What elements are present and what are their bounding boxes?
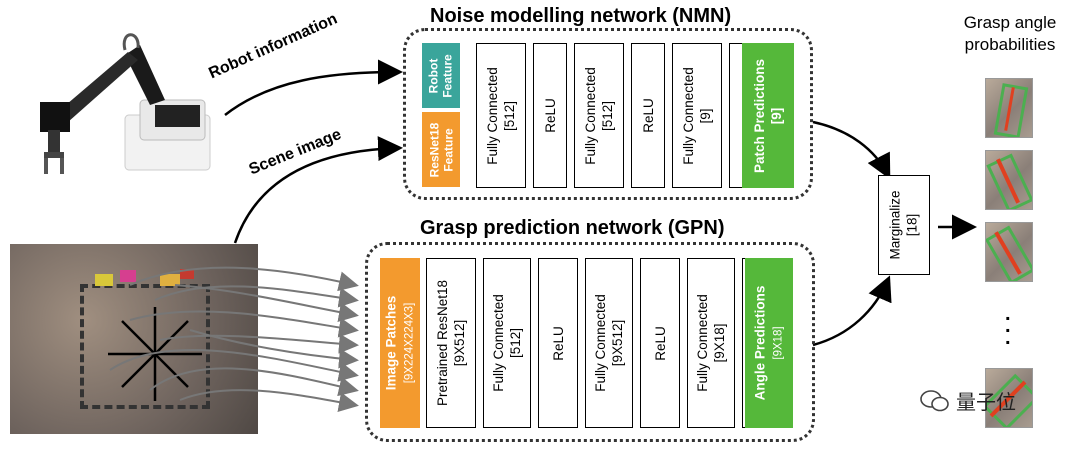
watermark: 量子位 [920,386,1016,415]
robot-arm-image [40,33,211,174]
nmn-robot-feature: Robot Feature [422,43,460,108]
gpn-layer-3: ReLU [538,258,578,428]
grasp-angle-title: Grasp angle probabilities [963,13,1057,54]
gpn-box [365,242,815,442]
nmn-title: Noise modelling network (NMN) [430,5,732,27]
gpn-layer-1: Pretrained ResNet18[9X512] [426,258,476,428]
gpn-title: Grasp prediction network (GPN) [420,217,725,239]
gpn-layer-6: Fully Connected[9X18] [687,258,735,428]
scene-image-photo [10,244,258,434]
marginalize-box: Marginalize[18] [878,175,930,275]
gpn-layer-5: ReLU [640,258,680,428]
nmn-resnet18-feature: ResNet18 Feature [422,112,460,187]
gpn-angle-predictions: Angle Predictions[9X18] [745,258,793,428]
gpn-layer-2: Fully Connected[512] [483,258,531,428]
grasp-thumbnail [985,368,1033,428]
wechat-icon [920,389,949,411]
grasp-thumbnail [985,78,1033,138]
nmn-layer-3: Fully Connected[512] [574,43,624,188]
grasp-thumbnail [985,150,1033,210]
grasp-thumbnail [985,222,1033,282]
nmn-layer-2: ReLU [533,43,567,188]
nmn-layer-4: ReLU [631,43,665,188]
nmn-layer-1: Fully Connected[512] [476,43,526,188]
ellipsis: . . . [1005,303,1011,349]
gpn-layer-4: Fully Connected[9X512] [585,258,633,428]
nmn-patch-predictions: Patch Predictions[9] [742,43,794,188]
nmn-layer-5: Fully Connected[9] [672,43,722,188]
nmn-box [403,28,813,200]
gpn-image-patches: Image Patches[9X224X224X3] [380,258,420,428]
